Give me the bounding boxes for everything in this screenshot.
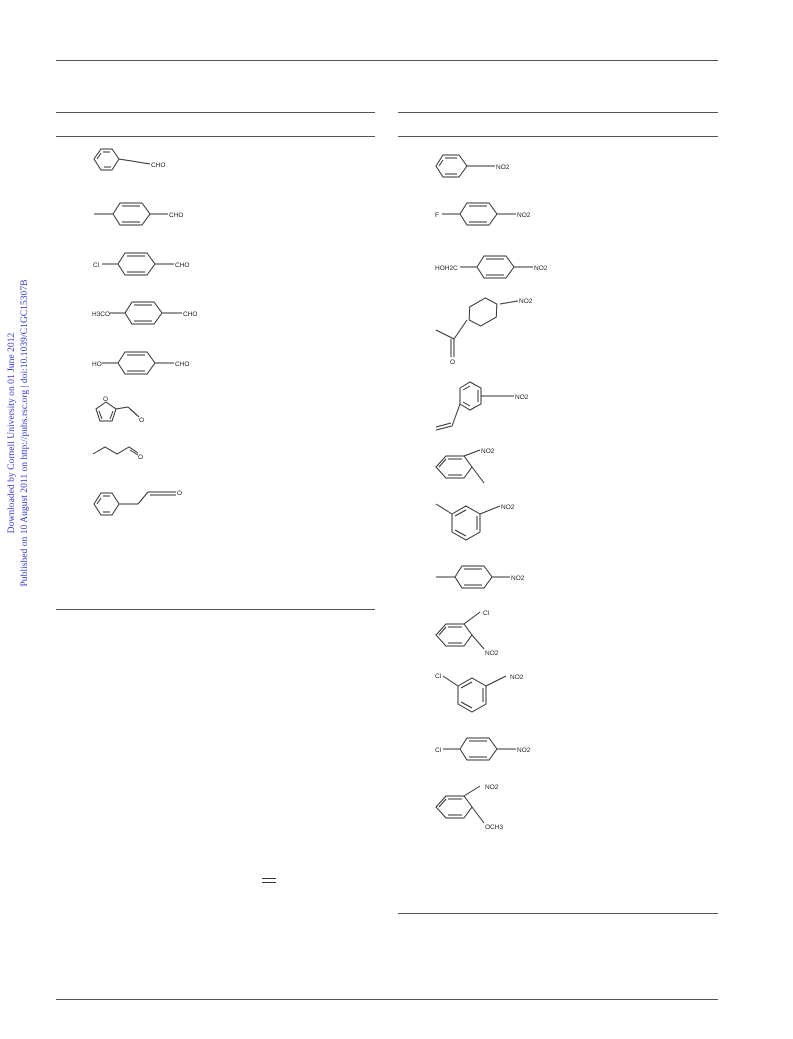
left-table-top-rule	[56, 112, 375, 113]
left-table-bottom-rule	[56, 609, 375, 610]
structure-butanal: O	[80, 440, 180, 470]
formyl-label: CHO	[151, 162, 165, 169]
structure-2-nitrotoluene: NO2	[422, 442, 542, 492]
nitro-label: NO2	[517, 747, 531, 754]
structure-4-nitrobenzyl-alcohol: HOH2C NO2	[422, 245, 562, 290]
download-note-line2[interactable]: Published on 10 August 2011 on http://pu…	[19, 279, 30, 586]
download-note: Downloaded by Cornell University on 01 J…	[0, 262, 46, 604]
methoxy-label: H3CO	[92, 311, 110, 318]
structure-4-nitrotoluene: NO2	[422, 556, 552, 601]
structure-4-methoxybenzaldehyde: H3CO CHO	[80, 292, 210, 337]
nitro-label: NO2	[519, 298, 533, 305]
nitro-label: NO2	[485, 650, 499, 657]
chloro-label: Cl	[93, 262, 100, 269]
structure-furfural: O O	[80, 390, 180, 435]
right-table-bottom-rule	[398, 913, 718, 914]
hydroxy-label: HO	[92, 361, 102, 368]
nitro-label: NO2	[501, 504, 515, 511]
formyl-label: CHO	[169, 212, 183, 219]
formyl-label: CHO	[175, 361, 189, 368]
formyl-label: CHO	[183, 311, 197, 318]
nitro-label: NO2	[496, 164, 510, 171]
structure-4-fluoronitrobenzene: F NO2	[422, 193, 552, 238]
nitro-label: NO2	[534, 265, 548, 272]
structure-3-chloronitrobenzene: Cl NO2	[422, 666, 542, 721]
nitro-label: NO2	[517, 212, 531, 219]
nitro-label: NO2	[510, 674, 524, 681]
hydroxymethyl-label: HOH2C	[435, 265, 458, 272]
structure-nitrobenzene: NO2	[422, 144, 532, 189]
carbonyl-oxygen-label: O	[139, 417, 144, 424]
methoxy-label: OCH3	[485, 824, 503, 831]
structure-2-nitroanisole: NO2 OCH3	[422, 776, 542, 836]
carbonyl-oxygen-label: O	[450, 359, 455, 366]
download-note-line1[interactable]: Downloaded by Cornell University on 01 J…	[6, 332, 17, 533]
chloro-label: Cl	[435, 747, 442, 754]
left-table-header-rule	[56, 136, 375, 137]
structure-2-chloronitrobenzene: Cl NO2	[422, 604, 542, 659]
structure-4-chlorobenzaldehyde: Cl CHO	[80, 243, 200, 288]
nitro-label: NO2	[481, 448, 495, 455]
structure-3-nitrostyrene: NO2	[422, 376, 552, 436]
formyl-label: CHO	[175, 262, 189, 269]
carbonyl-oxygen-label: O	[177, 490, 182, 497]
right-table-top-rule	[398, 112, 718, 113]
structure-4-chloronitrobenzene: Cl NO2	[422, 728, 552, 773]
structure-4-nitroacetophenone: NO2 O	[422, 292, 552, 372]
structure-phenylacetaldehyde: O	[80, 482, 200, 532]
right-table-header-rule	[398, 136, 718, 137]
chloro-label: Cl	[435, 673, 442, 680]
chloro-label: Cl	[483, 610, 490, 617]
structure-4-methylbenzaldehyde: CHO	[80, 193, 200, 238]
nitro-label: NO2	[511, 575, 525, 582]
page-top-rule	[56, 60, 718, 61]
nitro-label: NO2	[515, 394, 529, 401]
structure-benzaldehyde: CHO	[80, 138, 190, 188]
structure-4-hydroxybenzaldehyde: HO CHO	[80, 342, 200, 387]
furan-oxygen-label: O	[103, 396, 108, 403]
fluoro-label: F	[435, 212, 439, 219]
equals-sign	[262, 878, 276, 885]
structure-3-nitrotoluene: NO2	[422, 496, 542, 551]
nitro-label: NO2	[485, 784, 499, 791]
page-bottom-rule	[56, 999, 718, 1000]
carbonyl-oxygen-label: O	[138, 454, 143, 461]
